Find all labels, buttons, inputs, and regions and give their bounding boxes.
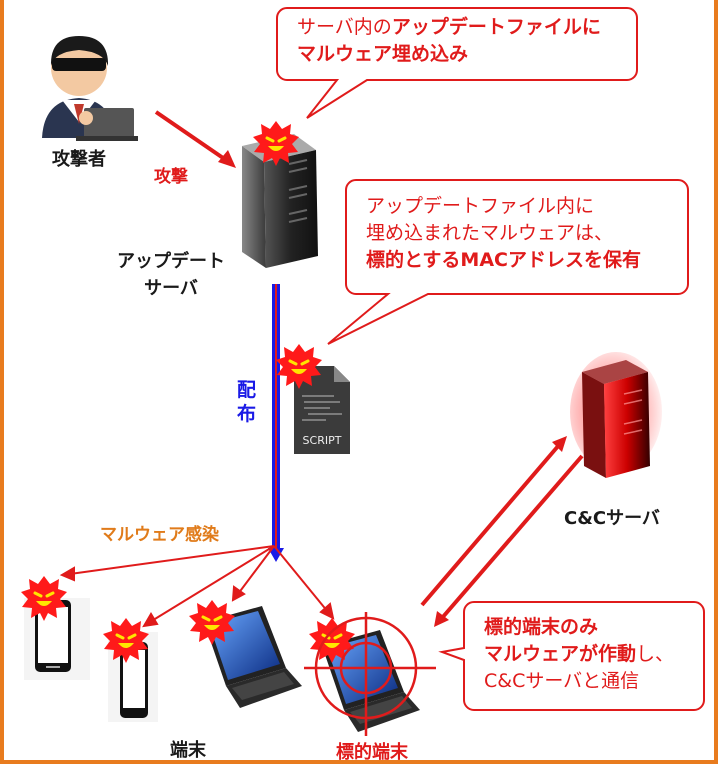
distribute-label-char2: 布 [237,403,257,425]
target-terminal-label: 標的端末 [336,742,408,763]
callout-bottom-bubble [438,601,705,711]
callout-mid-line3-bold: 標的とするMACアドレスを保有 [366,249,641,271]
cc-server-label: C&Cサーバ [564,508,660,529]
callout-mid-line2: 埋め込まれたマルウェアは、 [366,222,614,244]
update-server-label-line1: アップデート [117,251,225,272]
script-file-icon [294,366,350,454]
infection-label: マルウェア感染 [100,525,219,545]
infection-arrows [59,545,335,628]
attack-arrow [154,110,236,168]
update-server-label: アップデート サーバ [96,248,246,302]
script-label: SCRIPT [303,434,342,447]
callout-top-line1-bold: アップデートファイルに [391,16,601,38]
callout-top-line1-plain: サーバ内の [297,16,392,38]
attacker-label: 攻撃者 [52,149,106,170]
callout-bottom-line3: C&Cサーバと通信 [484,670,640,692]
callout-bottom-line2-bold: マルウェアが作動 [484,643,637,665]
cc-communication-arrows [420,436,584,627]
callout-top-bubble [276,7,638,119]
callout-top-line2-bold: マルウェア埋め込み [297,43,469,65]
cc-server-icon [570,352,662,478]
update-server-label-line2: サーバ [144,278,198,299]
smartphone-1 [24,598,90,680]
attack-label: 攻撃 [154,167,188,187]
callout-mid-bubble [327,179,689,345]
callout-mid-line1: アップデートファイル内に [366,195,595,217]
callout-top-text: サーバ内のアップデートファイルに マルウェア埋め込み [297,14,601,68]
diagram-graphics: SCRIPT [19,7,705,736]
distribute-label-char1: 配 [237,379,257,401]
distribution-arrow [268,284,284,562]
callout-bottom-line1-bold: 標的端末のみ [484,616,599,638]
attacker-figure [42,36,138,141]
callout-bottom-line2-plain: し、 [636,643,675,665]
target-crosshair [304,612,436,736]
callout-bottom-text: 標的端末のみ マルウェアが作動し、 C&Cサーバと通信 [484,614,674,695]
callout-mid-text: アップデートファイル内に 埋め込まれたマルウェアは、 標的とするMACアドレスを… [366,193,641,274]
terminals-label: 端末 [170,740,206,761]
distribute-label: 配 布 [237,378,256,426]
